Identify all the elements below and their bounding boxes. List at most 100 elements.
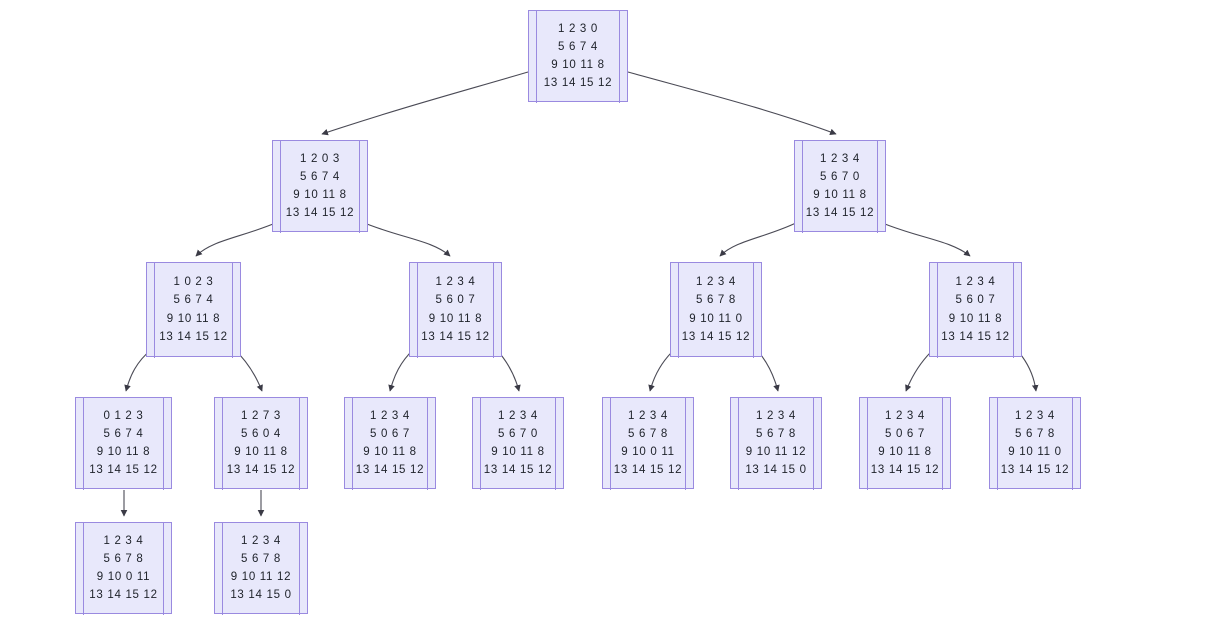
puzzle-grid: 1 2 3 4 5 0 6 7 9 10 11 8 13 14 15 12 <box>356 407 424 480</box>
puzzle-row: 5 6 7 8 <box>755 427 797 440</box>
puzzle-row: 1 2 3 4 <box>819 152 861 165</box>
puzzle-row: 1 2 3 4 <box>369 409 411 422</box>
puzzle-row: 1 2 0 3 <box>299 152 341 165</box>
tree-edge <box>321 71 529 136</box>
puzzle-row: 1 2 3 4 <box>497 409 539 422</box>
puzzle-row: 5 6 7 4 <box>299 170 341 183</box>
puzzle-row: 5 6 7 8 <box>627 427 669 440</box>
puzzle-state-node[interactable]: 1 2 3 0 5 6 7 4 9 10 11 8 13 14 15 12 <box>528 9 628 103</box>
puzzle-grid: 1 2 3 4 5 6 7 8 9 10 11 0 13 14 15 12 <box>1001 407 1069 480</box>
puzzle-row: 13 14 15 12 <box>355 464 425 477</box>
tree-edge <box>361 221 451 257</box>
puzzle-row: 5 6 7 0 <box>497 427 539 440</box>
puzzle-row: 9 10 11 8 <box>551 59 605 71</box>
puzzle-state-node[interactable]: 1 2 3 4 5 6 7 0 9 10 11 8 13 14 15 12 <box>472 396 564 490</box>
puzzle-grid: 1 2 3 4 5 6 0 7 9 10 11 8 13 14 15 12 <box>421 273 489 346</box>
puzzle-row: 13 14 15 12 <box>421 330 490 343</box>
puzzle-row: 5 6 7 4 <box>103 427 144 440</box>
puzzle-state-node[interactable]: 1 2 3 4 5 6 0 7 9 10 11 8 13 14 15 12 <box>929 261 1022 358</box>
puzzle-row: 9 10 11 12 <box>230 571 292 583</box>
puzzle-grid: 0 1 2 3 5 6 7 4 9 10 11 8 13 14 15 12 <box>89 407 157 480</box>
tree-edge <box>719 221 799 257</box>
puzzle-row: 5 6 7 8 <box>1014 427 1056 440</box>
puzzle-row: 13 14 15 12 <box>89 464 158 477</box>
puzzle-row: 9 10 11 8 <box>813 189 867 201</box>
puzzle-row: 1 0 2 3 <box>173 276 214 289</box>
puzzle-grid: 1 2 3 4 5 0 6 7 9 10 11 8 13 14 15 12 <box>871 407 939 480</box>
puzzle-row: 9 10 11 8 <box>234 446 288 458</box>
puzzle-state-node[interactable]: 1 2 3 4 5 6 7 8 9 10 11 12 13 14 15 0 <box>214 521 308 615</box>
puzzle-row: 13 14 15 12 <box>805 207 875 220</box>
puzzle-row: 13 14 15 12 <box>285 207 355 220</box>
puzzle-row: 9 10 0 11 <box>96 571 151 583</box>
puzzle-row: 13 14 15 12 <box>483 464 553 477</box>
puzzle-row: 5 0 6 7 <box>369 427 411 440</box>
puzzle-state-node[interactable]: 1 2 3 4 5 6 7 8 9 10 0 11 13 14 15 12 <box>602 396 694 490</box>
puzzle-state-node[interactable]: 1 2 3 4 5 6 7 0 9 10 11 8 13 14 15 12 <box>794 139 886 233</box>
puzzle-row: 9 10 11 8 <box>491 446 545 458</box>
puzzle-row: 13 14 15 0 <box>230 589 292 602</box>
tree-edge <box>627 71 837 136</box>
puzzle-row: 13 14 15 12 <box>1000 464 1070 477</box>
puzzle-row: 5 6 7 8 <box>695 294 737 307</box>
puzzle-grid: 1 2 3 4 5 6 7 0 9 10 11 8 13 14 15 12 <box>484 407 552 480</box>
puzzle-row: 9 10 11 8 <box>428 312 483 325</box>
puzzle-row: 5 0 6 7 <box>884 427 926 440</box>
puzzle-row: 1 2 3 4 <box>103 534 144 547</box>
puzzle-row: 9 10 11 0 <box>689 312 743 325</box>
puzzle-row: 9 10 11 8 <box>948 312 1003 325</box>
puzzle-row: 13 14 15 12 <box>159 330 228 343</box>
puzzle-row: 9 10 11 0 <box>1008 446 1062 458</box>
puzzle-row: 9 10 11 8 <box>878 446 932 458</box>
puzzle-row: 1 2 3 4 <box>755 409 797 422</box>
puzzle-row: 1 2 3 4 <box>1014 409 1056 422</box>
puzzle-row: 5 6 0 7 <box>435 294 476 307</box>
puzzle-row: 9 10 0 11 <box>621 446 675 458</box>
puzzle-state-node[interactable]: 1 2 3 4 5 6 0 7 9 10 11 8 13 14 15 12 <box>409 261 502 358</box>
puzzle-row: 13 14 15 12 <box>543 77 613 90</box>
puzzle-grid: 1 2 3 4 5 6 7 8 9 10 0 11 13 14 15 12 <box>614 407 682 480</box>
puzzle-grid: 1 2 3 4 5 6 7 8 9 10 11 12 13 14 15 0 <box>230 532 291 605</box>
puzzle-row: 9 10 11 8 <box>363 446 417 458</box>
puzzle-row: 5 6 7 0 <box>819 170 861 183</box>
puzzle-row: 13 14 15 12 <box>941 330 1010 343</box>
puzzle-grid: 1 2 3 0 5 6 7 4 9 10 11 8 13 14 15 12 <box>544 20 612 93</box>
puzzle-row: 5 6 7 4 <box>557 40 599 53</box>
puzzle-state-node[interactable]: 1 2 3 4 5 0 6 7 9 10 11 8 13 14 15 12 <box>859 396 951 490</box>
puzzle-row: 5 6 7 8 <box>240 552 282 565</box>
puzzle-row: 13 14 15 12 <box>613 464 683 477</box>
puzzle-row: 1 2 3 4 <box>627 409 669 422</box>
puzzle-row: 13 14 15 12 <box>226 464 296 477</box>
puzzle-row: 9 10 11 8 <box>166 312 221 325</box>
puzzle-row: 13 14 15 12 <box>870 464 940 477</box>
puzzle-row: 1 2 3 0 <box>557 22 599 35</box>
puzzle-row: 5 6 0 7 <box>955 294 996 307</box>
puzzle-row: 9 10 11 12 <box>745 446 807 458</box>
puzzle-state-node[interactable]: 0 1 2 3 5 6 7 4 9 10 11 8 13 14 15 12 <box>75 396 172 490</box>
puzzle-row: 13 14 15 12 <box>681 330 751 343</box>
puzzle-row: 1 2 3 4 <box>435 276 476 289</box>
puzzle-state-node[interactable]: 1 2 3 4 5 0 6 7 9 10 11 8 13 14 15 12 <box>344 396 436 490</box>
tree-edge <box>195 221 279 257</box>
puzzle-row: 1 2 3 4 <box>884 409 926 422</box>
puzzle-state-node[interactable]: 1 2 3 4 5 6 7 8 9 10 11 0 13 14 15 12 <box>989 396 1081 490</box>
puzzle-row: 0 1 2 3 <box>103 409 144 422</box>
puzzle-row: 1 2 3 4 <box>240 534 282 547</box>
puzzle-row: 9 10 11 8 <box>96 446 151 458</box>
puzzle-grid: 1 2 3 4 5 6 7 0 9 10 11 8 13 14 15 12 <box>806 150 874 223</box>
puzzle-row: 1 2 3 4 <box>955 276 996 289</box>
puzzle-row: 5 6 7 8 <box>103 552 144 565</box>
puzzle-grid: 1 2 3 4 5 6 0 7 9 10 11 8 13 14 15 12 <box>941 273 1009 346</box>
